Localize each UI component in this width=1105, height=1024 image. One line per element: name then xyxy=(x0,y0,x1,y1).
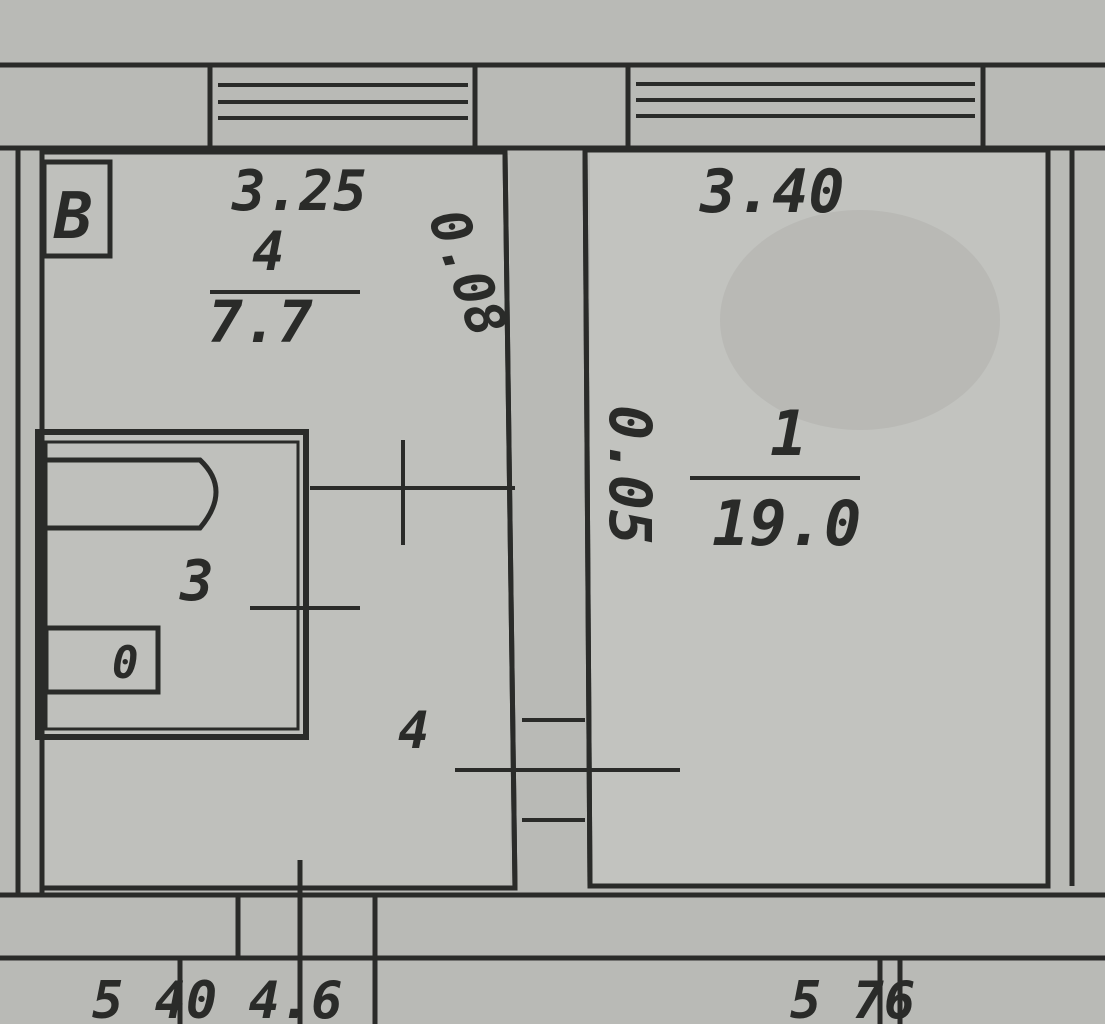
room-1-number: 1 xyxy=(770,397,807,470)
bottom-ticks xyxy=(177,860,903,1024)
bath-number: 3 xyxy=(179,549,214,614)
room-2-number: 4 xyxy=(252,220,285,283)
room-1-area: 19.0 xyxy=(712,487,861,560)
bottom-fragment-left: 5 40 4.6 xyxy=(92,971,342,1024)
wall-right xyxy=(1045,150,1075,886)
bottom-fragment-right: 5 76 xyxy=(790,971,915,1024)
corridor-lines xyxy=(310,440,680,822)
bath-label-box xyxy=(41,159,113,259)
room-2-width: 3.25 xyxy=(231,159,367,224)
bathroom-block xyxy=(35,429,360,740)
room-1-side-dim: 0.05 xyxy=(596,405,664,545)
bath-label: B xyxy=(53,180,93,254)
window-left xyxy=(207,62,478,151)
room-2-area: 7.7 xyxy=(208,288,313,356)
exterior-wall-bottom xyxy=(0,892,1105,961)
room-1-width: 3.40 xyxy=(699,157,845,227)
paper-stain xyxy=(720,210,1000,430)
closet-mark: 0 xyxy=(112,638,139,689)
corridor-number: 4 xyxy=(398,701,429,761)
paper-shade-left xyxy=(40,155,510,885)
